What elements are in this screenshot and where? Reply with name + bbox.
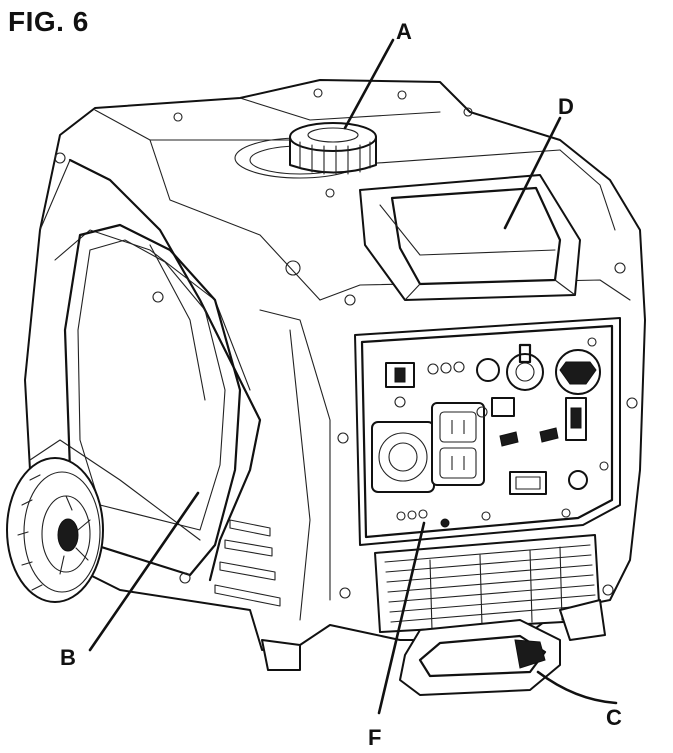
callout-a: A (396, 19, 412, 44)
callout-d: D (558, 94, 574, 119)
callout-labels: A D B C F (60, 19, 622, 750)
control-panel (354, 317, 621, 546)
carry-handle (359, 174, 581, 301)
callout-leaders (88, 38, 618, 715)
wheel (6, 457, 104, 603)
feet (261, 599, 606, 671)
leader-d (503, 116, 562, 230)
leader-a (343, 38, 395, 130)
callout-c: C (606, 705, 622, 730)
leader-c (536, 670, 618, 705)
callout-b: B (60, 645, 76, 670)
figure-title: FIG. 6 (8, 6, 89, 37)
front-handle (399, 619, 561, 696)
leader-b (88, 491, 200, 652)
fuel-cap (234, 122, 377, 179)
callout-f: F (368, 725, 381, 750)
leader-f (377, 521, 426, 715)
